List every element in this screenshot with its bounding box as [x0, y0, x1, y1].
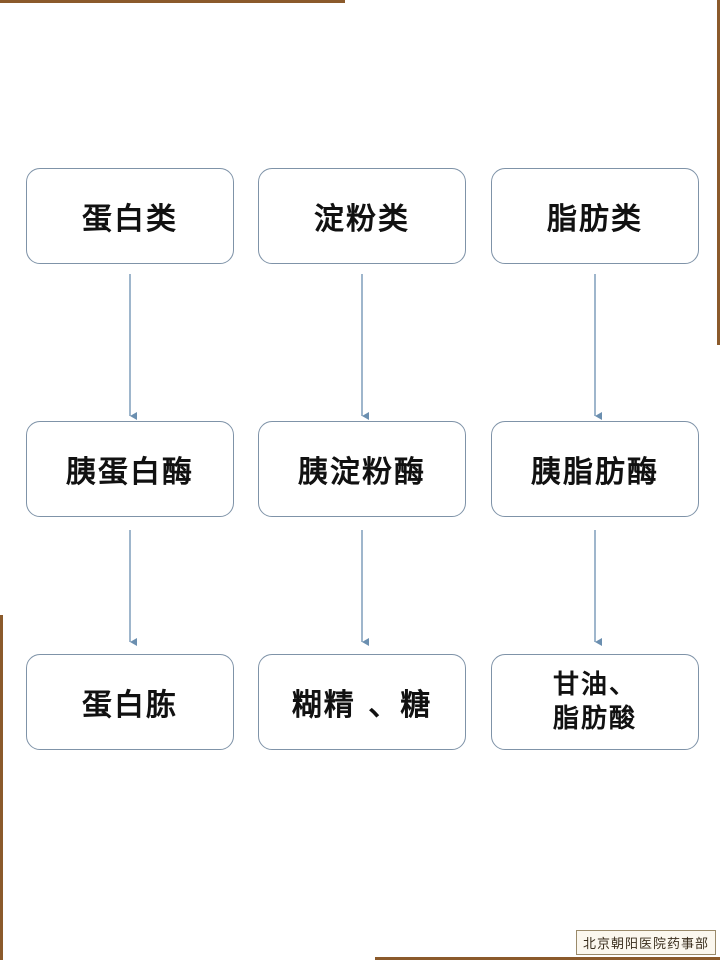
watermark-stamp: 北京朝阳医院药事部 [575, 930, 716, 955]
enzyme-label: 胰蛋白酶 [66, 455, 194, 490]
product-label: 糊精 、糖 [291, 688, 433, 723]
enzyme-box-trypsin: 胰蛋白酶 [26, 421, 234, 517]
frame-left-line [0, 615, 3, 960]
food-label: 淀粉类 [314, 202, 410, 237]
product-label: 蛋白胨 [82, 688, 178, 723]
frame-right-line [717, 0, 720, 345]
food-box-protein: 蛋白类 [26, 168, 234, 264]
product-box-peptone: 蛋白胨 [26, 654, 234, 750]
enzyme-label: 胰脂肪酶 [531, 455, 659, 490]
food-box-fat: 脂肪类 [491, 168, 699, 264]
enzyme-box-amylase: 胰淀粉酶 [258, 421, 466, 517]
product-box-glycerol-fatty-acid: 甘油、 脂肪酸 [491, 654, 699, 750]
frame-top-line [0, 0, 345, 3]
product-box-dextrin-sugar: 糊精 、糖 [258, 654, 466, 750]
product-label-line2: 脂肪酸 [552, 704, 637, 734]
food-box-starch: 淀粉类 [258, 168, 466, 264]
food-label: 蛋白类 [82, 202, 178, 237]
enzyme-label: 胰淀粉酶 [298, 455, 426, 490]
product-label-line1: 甘油、 [552, 670, 637, 700]
food-label: 脂肪类 [547, 202, 643, 237]
frame-bottom-line [375, 957, 720, 960]
enzyme-box-lipase: 胰脂肪酶 [491, 421, 699, 517]
